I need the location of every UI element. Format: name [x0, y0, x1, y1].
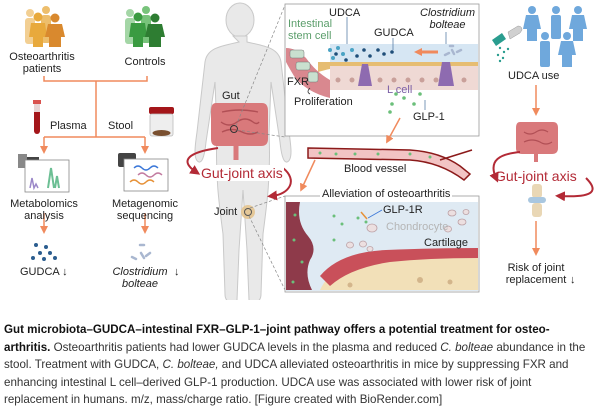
figure-graphics	[18, 2, 594, 300]
patients-label-line2: patients	[22, 63, 62, 75]
risk-line2: replacement	[505, 274, 567, 286]
fxr-label: FXR	[287, 76, 309, 88]
pill-capsule-icon	[492, 25, 523, 63]
joint-label: Joint	[214, 206, 238, 218]
chondrocyte-label: Chondrocyte	[386, 221, 449, 233]
body-axis-arrow-right	[267, 167, 292, 201]
right-knee-icon	[528, 184, 546, 217]
udca-users-people-icon	[523, 6, 587, 67]
glp1-label: GLP-1	[413, 111, 445, 123]
caption-text-2: abundance in the stool. Treatment with G…	[4, 340, 586, 372]
gut-label: Gut	[222, 90, 240, 102]
metagenomic-line1: Metagenomic	[111, 198, 179, 210]
stem-cell-label: Intestinal stem cell	[288, 18, 332, 42]
bacteria-decrease-label: Clostridium bolteae	[110, 266, 170, 290]
caption-title-2: arthritis.	[4, 340, 51, 354]
bacteria-icon	[130, 243, 152, 261]
joint-inset	[284, 195, 480, 293]
metabolomics-label: Metabolomics analysis	[4, 198, 84, 222]
risk-label: Risk of joint replacement	[500, 262, 572, 286]
caption-title-1: Gut microbiota–GUDCA–intestinal FXR–GLP-…	[4, 323, 550, 336]
bacteria-line2: bolteae	[121, 278, 159, 290]
caption-text-3: and UDCA alleviated osteoarthritis in mi…	[4, 358, 569, 406]
right-axis-arrow-left	[489, 151, 521, 183]
metagenomic-line2: sequencing	[116, 210, 174, 222]
figure-caption: Gut microbiota–GUDCA–intestinal FXR–GLP-…	[4, 321, 596, 409]
stool-container-icon	[149, 107, 174, 137]
bacteria-decrease-arrow: ↓	[174, 266, 180, 278]
blood-vessel-icon	[307, 147, 473, 181]
l-cell-label: L cell	[387, 84, 413, 96]
stem-cell-line1: Intestinal	[288, 18, 333, 30]
glp1r-label: GLP-1R	[383, 204, 423, 216]
body-gut-joint-axis-label: Gut-joint axis	[200, 165, 284, 181]
right-gut-joint-axis-label: Gut-joint axis	[495, 168, 577, 184]
caption-text-1: Osteoarthritis patients had lower GUDCA …	[50, 340, 441, 354]
patients-people-icon	[25, 6, 65, 47]
blood-vessel-label: Blood vessel	[344, 163, 407, 175]
udca-use-label: UDCA use	[508, 70, 560, 82]
stem-cell-line2: stem cell	[288, 30, 332, 42]
risk-line1: Risk of joint	[507, 262, 565, 274]
patients-label-line1: Osteoarthritis	[9, 51, 75, 63]
metagenomic-label: Metagenomic sequencing	[105, 198, 185, 222]
intestine-icon	[211, 103, 268, 160]
udca-label: UDCA	[329, 7, 361, 19]
clostridium-line2: bolteae	[429, 19, 466, 31]
stool-label: Stool	[108, 120, 134, 132]
right-axis-arrow-right	[555, 177, 594, 202]
group-connector	[40, 76, 149, 234]
clostridium-label: Clostridium bolteae	[420, 7, 475, 31]
intestine-inset	[284, 3, 480, 137]
cartilage-label: Cartilage	[424, 237, 469, 249]
blood-tube-icon	[33, 100, 41, 134]
mass-spectrometer-icon	[18, 154, 70, 193]
metabolomics-line1: Metabolomics	[10, 198, 78, 210]
plasma-label: Plasma	[50, 120, 87, 132]
caption-ital-1: C. bolteae	[440, 340, 494, 354]
metabolomics-line2: analysis	[24, 210, 64, 222]
patients-label: Osteoarthritis patients	[4, 51, 80, 75]
gudca-molecules-icon	[31, 243, 57, 261]
caption-ital-2: C. bolteae,	[162, 358, 219, 371]
zoom-guide-lines	[235, 4, 286, 291]
proliferation-label: Proliferation	[294, 96, 353, 108]
right-intestine-icon	[516, 122, 558, 162]
gudca-decrease-label: GUDCA ↓	[20, 266, 68, 278]
controls-people-icon	[125, 6, 165, 47]
joint-inset-title: Alleviation of osteoarthritis	[320, 188, 453, 200]
sequencer-icon	[118, 153, 169, 192]
bacteria-line1: Clostridium	[112, 266, 168, 278]
knee-joint-icon	[241, 205, 255, 219]
risk-decrease-arrow: ↓	[570, 274, 576, 286]
body-axis-arrow-left	[186, 147, 219, 175]
glp1-to-blood-arrow	[386, 117, 401, 144]
blood-to-joint-arrow	[300, 159, 316, 192]
clostridium-line1: Clostridium	[420, 7, 476, 19]
human-body-silhouette	[194, 2, 292, 300]
controls-label: Controls	[124, 56, 166, 68]
gudca-label: GUDCA	[374, 27, 414, 39]
